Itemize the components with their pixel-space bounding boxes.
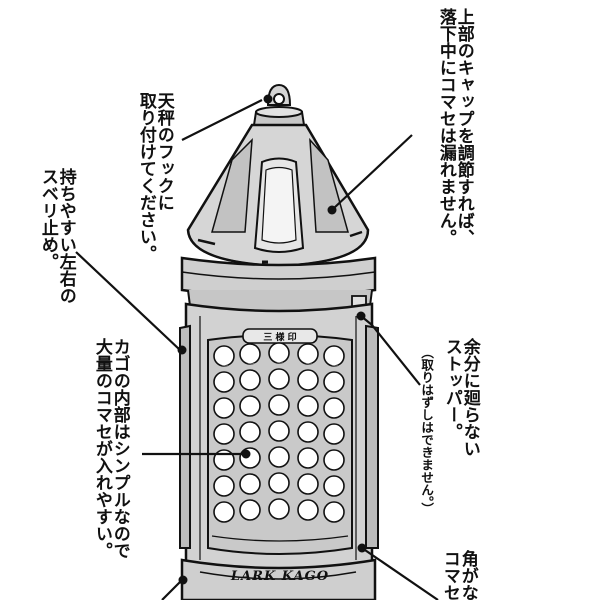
- stopper-note: （取りはずしはできません。）: [419, 346, 435, 515]
- cap-top: [252, 106, 306, 126]
- cap-adjust-line-2: 落下中にコマセは漏れません。: [435, 8, 456, 246]
- holes-grid: [213, 342, 345, 523]
- stopper-line-2: ストッパー。: [441, 338, 462, 440]
- leader-lines: [75, 94, 439, 600]
- corner-line-2: コマセ: [439, 550, 460, 601]
- stopper-annotation: 余分に廻らない ストッパー。: [441, 338, 480, 457]
- interior-line-2: 大量のコマセが入れやすい。: [91, 338, 112, 559]
- corner-line-1: 角がな: [457, 550, 478, 601]
- interior-annotation: カゴの内部はシンプルなので 大量のコマセが入れやすい。: [91, 338, 130, 559]
- grip-annotation: 持ちやすい左右の スベリ止め。: [37, 168, 76, 304]
- conical-cap: [186, 123, 370, 268]
- cap-adjust-annotation: 上部のキャップを調節すれば、 落下中にコマセは漏れません。: [435, 8, 474, 246]
- grip-line-2: スベリ止め。: [37, 168, 58, 270]
- hook-line-2: 取り付けてください。: [135, 92, 156, 262]
- label-plate-text: 三 様 印: [263, 331, 296, 343]
- stopper-line-1: 余分に廻らない: [459, 338, 480, 457]
- cap-adjust-line-1: 上部のキャップを調節すれば、: [453, 8, 474, 246]
- hook-annotation: 天秤のフックに 取り付けてください。: [135, 92, 174, 262]
- bottom-collar: [180, 558, 377, 600]
- corner-annotation: 角がな コマセ: [439, 550, 478, 601]
- upper-collar: [180, 256, 377, 313]
- hook-eye: [266, 83, 292, 106]
- interior-line-1: カゴの内部はシンプルなので: [109, 338, 130, 559]
- grip-line-1: 持ちやすい左右の: [55, 168, 76, 304]
- brand-text: LARK KAGO: [230, 569, 329, 584]
- hook-line-1: 天秤のフックに: [153, 92, 174, 211]
